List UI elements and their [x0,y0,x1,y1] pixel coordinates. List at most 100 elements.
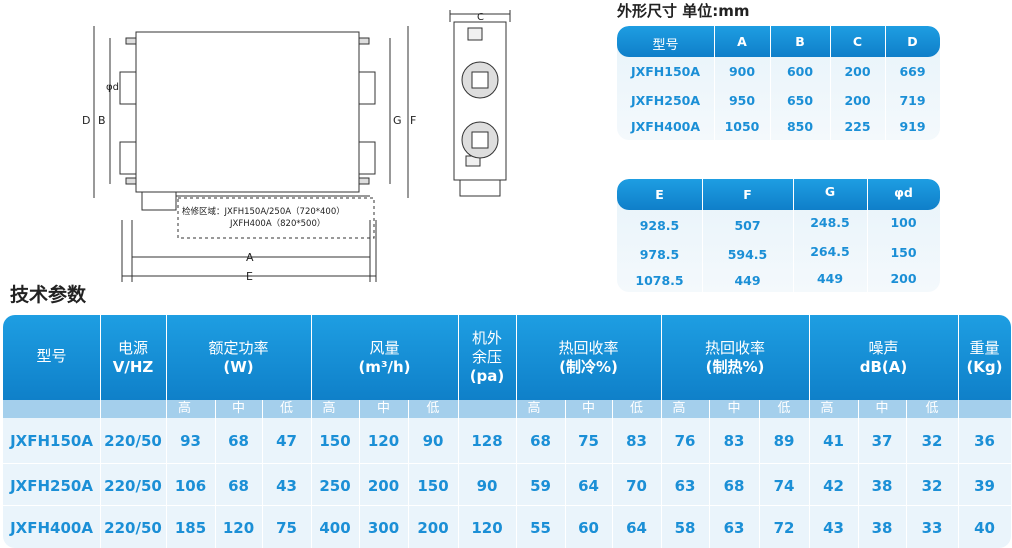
dim1-cell: 900 [728,64,756,79]
table-cell: 150 [319,432,351,450]
dim2-cell: 248.5 [810,215,850,230]
table-cell: 43 [823,519,844,537]
dim-a-label: A [246,251,254,264]
table-cell: 128 [471,432,503,450]
subheader-low: 低 [777,401,791,416]
table-cell: 59 [530,477,551,495]
table-cell: 120 [471,519,503,537]
side-view-drawing: C [449,10,511,197]
table-cell: 68 [723,477,745,495]
table-cell: 400 [319,519,351,537]
front-view-drawing: D B φd G F A E 检修区域：JXFH150A/250A（720*40… [82,26,416,283]
dim2-cell: 264.5 [810,244,850,259]
dim-f-label: F [410,114,416,127]
table-cell: 70 [626,477,647,495]
table-cell: 90 [476,477,498,495]
table-cell: 72 [773,519,795,537]
table-cell: 63 [674,477,696,495]
tech-params-heading: 技术参数 [10,284,87,306]
subheader-mid: 中 [581,401,595,416]
table-cell: 32 [921,477,943,495]
dim1-cell: 850 [786,119,814,134]
dim1-header-b: B [795,34,805,49]
subheader-high: 高 [672,401,686,416]
table-row-model: JXFH150A [10,432,93,450]
table-cell: 150 [417,477,449,495]
table-cell: 41 [823,432,844,450]
subheader-mid: 中 [875,401,889,416]
dim1-cell: 600 [786,64,814,79]
subheader-mid: 中 [376,401,390,416]
table-cell: 75 [276,519,297,537]
service-area-note-1: 检修区域：JXFH150A/250A（720*400） [182,206,345,217]
table-cell: 83 [626,432,647,450]
dim1-cell: 669 [899,64,926,79]
table-cell: 38 [871,519,893,537]
dim-d-label: D [82,114,90,127]
table-cell: 106 [174,477,207,495]
table-cell: 42 [823,477,844,495]
header-power: 电源 V/HZ [112,339,154,376]
table-cell: 37 [871,432,893,450]
subheader-low: 低 [629,401,643,416]
table-cell: 32 [921,432,943,450]
dim1-cell: JXFH400A [630,119,701,134]
dim1-cell: JXFH150A [630,64,701,79]
table-cell: 47 [276,432,297,450]
dim1-header-d: D [907,34,918,49]
dim1-header-a: A [737,34,747,49]
table-cell: 83 [723,432,745,450]
dim-phid-label: φd [106,82,119,93]
dim2-header-f: F [743,187,752,202]
dim2-cell: 150 [890,245,917,260]
table-cell: 220/50 [104,519,162,537]
dim2-cell: 594.5 [727,247,768,262]
dim1-header-model: 型号 [652,38,679,53]
table-cell: 36 [974,432,995,450]
dim1-cell: JXFH250A [630,93,701,108]
dim1-header-c: C [852,34,863,49]
dim1-cell: 650 [786,93,814,108]
subheader-mid: 中 [231,401,245,416]
table-cell: 55 [530,519,551,537]
subheader-low: 低 [279,401,293,416]
table-cell: 64 [626,519,647,537]
dim2-header-phid: φd [894,185,913,200]
subheader-high: 高 [322,401,336,416]
table-cell: 74 [773,477,795,495]
dim-b-label: B [98,114,106,127]
table-cell: 93 [180,432,201,450]
dim1-cell: 200 [844,64,871,79]
table-cell: 63 [723,519,745,537]
header-weight: 重量 (Kg) [966,339,1003,376]
subheader-high: 高 [820,401,834,416]
table-cell: 89 [773,432,795,450]
dimensions-table-1: 型号 A B C D JXFH150A 900 600 200 669 JXFH… [617,26,940,140]
dim-g-label: G [393,114,402,127]
table-cell: 68 [228,432,249,450]
dim1-cell: 1050 [724,119,760,134]
dim1-cell: 950 [728,93,756,108]
dim2-header-e: E [655,187,664,202]
table-cell: 120 [222,519,255,537]
dimensions-table-2: E F G φd 928.5 507 248.5 100 978.5 594.5… [617,179,940,292]
service-area-note-2: JXFH400A（820*500） [229,218,325,229]
table-cell: 220/50 [104,432,162,450]
table-row-model: JXFH250A [10,477,93,495]
dim2-cell: 449 [816,271,844,286]
dim-e-label: E [246,270,253,283]
table-cell: 220/50 [104,477,162,495]
table-cell: 58 [674,519,696,537]
spec-table: 型号 电源 V/HZ 额定功率 (W) 风量 (m³/h) 机外 余压 (pa)… [3,315,1011,548]
table-cell: 185 [174,519,207,537]
header-model: 型号 [36,347,67,365]
dim2-cell: 200 [890,271,917,286]
header-airflow: 风量 (m³/h) [358,339,411,376]
dim2-header-g: G [824,184,836,199]
dim2-cell: 449 [734,273,761,288]
table-cell: 68 [228,477,249,495]
table-cell: 76 [674,432,696,450]
table-row-model: JXFH400A [10,519,93,537]
header-noise: 噪声 dB(A) [859,339,908,376]
header-heat-recovery-cooling: 热回收率 (制冷%) [558,339,619,376]
